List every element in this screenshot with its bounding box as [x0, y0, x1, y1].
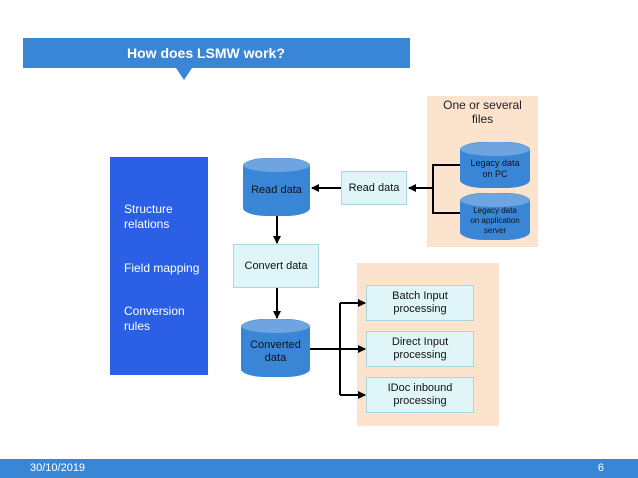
slide-title: How does LSMW work? [23, 38, 410, 68]
legacy-data-server-cylinder: Legacy data on application server [460, 193, 530, 240]
arrow-files-to-read [432, 164, 460, 214]
idoc-inbound-label: IDoc inbound processing [387, 382, 453, 407]
idoc-inbound-box: IDoc inbound processing [366, 377, 474, 413]
direct-input-label: Direct Input processing [391, 336, 449, 361]
panel-item-conversion-rules: Conversion rules [124, 304, 185, 333]
batch-input-label: Batch Input processing [392, 290, 448, 315]
files-group-title: One or several files [443, 98, 522, 126]
read-data-box-label: Read data [348, 181, 400, 194]
read-data-cylinder: Read data [243, 158, 310, 216]
convert-data-label: Convert data [244, 259, 308, 272]
converted-data-label: Converted data [250, 339, 301, 364]
panel-item-structure-relations: Structure relations [124, 202, 173, 231]
read-data-box: Read data [341, 171, 407, 205]
mapping-panel [110, 157, 208, 375]
slide-title-text: How does LSMW work? [127, 45, 285, 61]
title-pointer-triangle [176, 68, 192, 80]
footer-date: 30/10/2019 [30, 462, 86, 474]
legacy-data-server-label: Legacy data on application server [470, 205, 520, 235]
converted-data-cylinder: Converted data [241, 319, 310, 377]
footer-page-number: 6 [597, 462, 604, 474]
slide-footer: 30/10/2019 6 [0, 459, 638, 478]
direct-input-box: Direct Input processing [366, 331, 474, 367]
legacy-data-pc-cylinder: Legacy data on PC [460, 142, 530, 188]
read-data-cylinder-label: Read data [251, 183, 302, 196]
convert-data-box: Convert data [233, 244, 319, 288]
batch-input-box: Batch Input processing [366, 285, 474, 321]
legacy-data-pc-label: Legacy data on PC [470, 158, 520, 179]
panel-item-field-mapping: Field mapping [124, 261, 200, 275]
